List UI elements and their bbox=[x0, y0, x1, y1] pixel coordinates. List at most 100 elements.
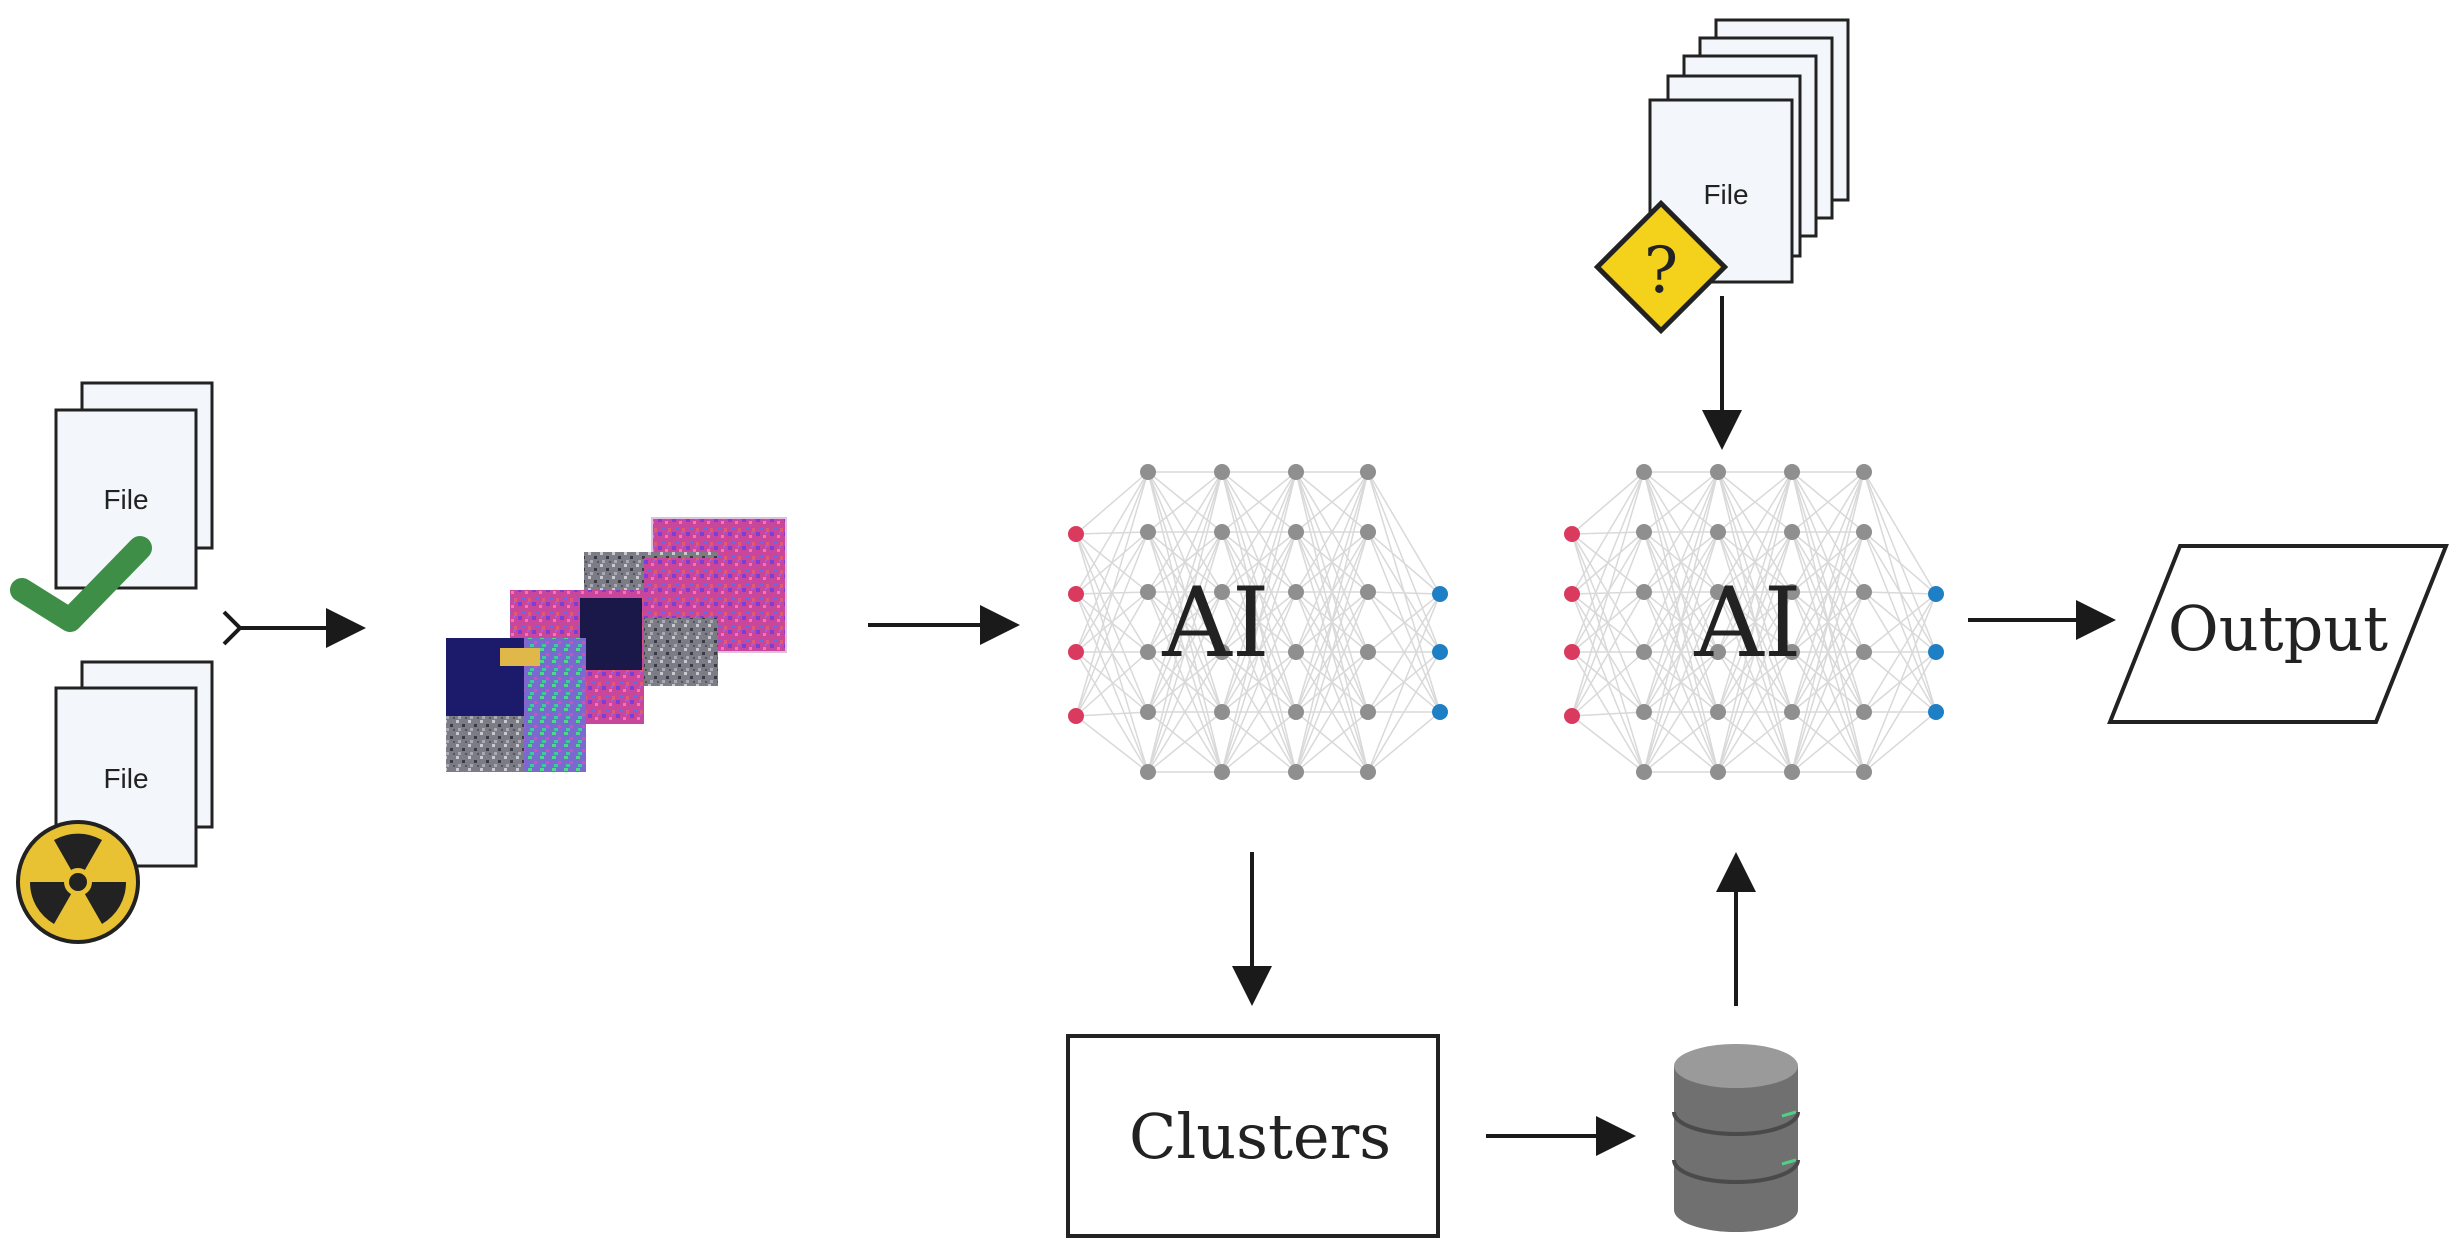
nn-edge bbox=[1717, 471, 1793, 593]
nn2-hidden-node bbox=[1856, 764, 1872, 780]
nn-edge bbox=[1295, 531, 1369, 773]
nn2-output-node bbox=[1928, 586, 1944, 602]
nn1-hidden-node bbox=[1360, 764, 1376, 780]
nn2-hidden-node bbox=[1784, 524, 1800, 540]
nn-edge bbox=[1863, 471, 1937, 595]
nn2-hidden-node bbox=[1710, 644, 1726, 660]
nn-edge bbox=[1571, 471, 1645, 717]
nn-edge bbox=[1863, 593, 1937, 713]
nn2-hidden-node bbox=[1636, 764, 1652, 780]
clusters-label: Clusters bbox=[1129, 1100, 1391, 1173]
ai-label-1: AI bbox=[1161, 567, 1269, 679]
nn-edge bbox=[1075, 471, 1149, 653]
nn1-hidden-node bbox=[1214, 464, 1230, 480]
nn1-hidden-node bbox=[1360, 584, 1376, 600]
nn-edge bbox=[1571, 651, 1645, 773]
nn1-hidden-node bbox=[1140, 464, 1156, 480]
nn1-hidden-node bbox=[1140, 704, 1156, 720]
nn-edge bbox=[1717, 531, 1793, 773]
nn-edge bbox=[1147, 471, 1223, 593]
nn-edge bbox=[1643, 471, 1719, 593]
nn-edge bbox=[1863, 651, 1937, 773]
clusters-box: Clusters bbox=[1066, 1034, 1440, 1238]
nn1-hidden-node bbox=[1288, 764, 1304, 780]
nn-edge bbox=[1791, 471, 1865, 533]
nn1-hidden-node bbox=[1288, 704, 1304, 720]
nn1-output-node bbox=[1432, 644, 1448, 660]
nn-edge bbox=[1571, 651, 1645, 713]
nn-edge bbox=[1643, 471, 1719, 773]
nn-edge bbox=[1367, 531, 1441, 653]
nn-edge bbox=[1221, 651, 1297, 773]
nn1-hidden-node bbox=[1288, 524, 1304, 540]
nn-edge bbox=[1295, 711, 1369, 773]
nn-edge bbox=[1863, 593, 1937, 773]
nn-edge bbox=[1295, 471, 1369, 653]
nn-edge bbox=[1147, 651, 1223, 773]
nn2-hidden-node bbox=[1636, 704, 1652, 720]
nn-edge bbox=[1367, 531, 1441, 595]
nn-edge bbox=[1295, 591, 1369, 773]
nn1-hidden-node bbox=[1288, 464, 1304, 480]
neural-network-2 bbox=[1564, 464, 1944, 780]
image-tiles-stack bbox=[446, 517, 787, 772]
nn1-input-node bbox=[1068, 644, 1084, 660]
question-mark: ? bbox=[1644, 234, 1678, 308]
nn-edge bbox=[1643, 471, 1719, 713]
nn-edge bbox=[1717, 651, 1793, 773]
nn-edge bbox=[1863, 593, 1937, 653]
nn2-input-node bbox=[1564, 586, 1580, 602]
nn-edge bbox=[1791, 591, 1865, 773]
nn-edge bbox=[1367, 711, 1441, 773]
nn2-hidden-node bbox=[1856, 464, 1872, 480]
output-label: Output bbox=[2168, 592, 2388, 665]
nn-edge bbox=[1571, 531, 1645, 717]
nn-edge bbox=[1863, 591, 1937, 653]
nn2-hidden-node bbox=[1710, 764, 1726, 780]
input-file-stack-radioactive: File bbox=[16, 660, 214, 944]
nn-edge bbox=[1221, 591, 1297, 773]
nn-edge bbox=[1863, 591, 1937, 595]
nn-edge bbox=[1221, 471, 1297, 773]
nn1-hidden-node bbox=[1288, 644, 1304, 660]
nn2-hidden-node bbox=[1636, 644, 1652, 660]
nn2-hidden-node bbox=[1636, 464, 1652, 480]
nn1-hidden-node bbox=[1140, 584, 1156, 600]
nn-edge bbox=[1571, 471, 1645, 653]
nn-edge bbox=[1295, 471, 1369, 773]
nn-edge bbox=[1147, 471, 1223, 773]
nn-edge bbox=[1643, 591, 1719, 773]
nn-edge bbox=[1717, 471, 1793, 773]
nn-edge bbox=[1075, 591, 1149, 717]
nn-edge bbox=[1075, 471, 1149, 535]
nn-edge bbox=[1571, 471, 1645, 535]
nn1-hidden-node bbox=[1360, 464, 1376, 480]
nn-edge bbox=[1367, 593, 1441, 713]
file-label-unknown: File bbox=[1703, 179, 1748, 210]
nn-edge bbox=[1367, 471, 1441, 595]
nn1-output-node bbox=[1432, 586, 1448, 602]
nn-edge bbox=[1295, 471, 1369, 533]
nn-edge bbox=[1221, 531, 1297, 773]
input-file-stack-verified: File bbox=[10, 381, 214, 632]
nn2-hidden-node bbox=[1784, 764, 1800, 780]
nn-edge bbox=[1075, 531, 1149, 717]
nn-edge bbox=[1221, 471, 1297, 533]
nn1-hidden-node bbox=[1140, 764, 1156, 780]
nn-edge bbox=[1147, 471, 1223, 713]
nn1-input-node bbox=[1068, 586, 1084, 602]
nn-edge bbox=[1571, 715, 1645, 773]
nn1-hidden-node bbox=[1140, 524, 1156, 540]
nn1-input-node bbox=[1068, 526, 1084, 542]
nn2-hidden-node bbox=[1710, 704, 1726, 720]
nn-edge bbox=[1791, 651, 1865, 773]
nn2-output-node bbox=[1928, 704, 1944, 720]
nn-edge bbox=[1367, 591, 1441, 595]
nn-edge bbox=[1221, 711, 1297, 773]
merge-arrow bbox=[222, 608, 366, 648]
ai-label-2: AI bbox=[1693, 567, 1801, 679]
nn-edge bbox=[1643, 711, 1719, 773]
nn-edge bbox=[1717, 471, 1793, 713]
nn-edge bbox=[1717, 471, 1793, 533]
